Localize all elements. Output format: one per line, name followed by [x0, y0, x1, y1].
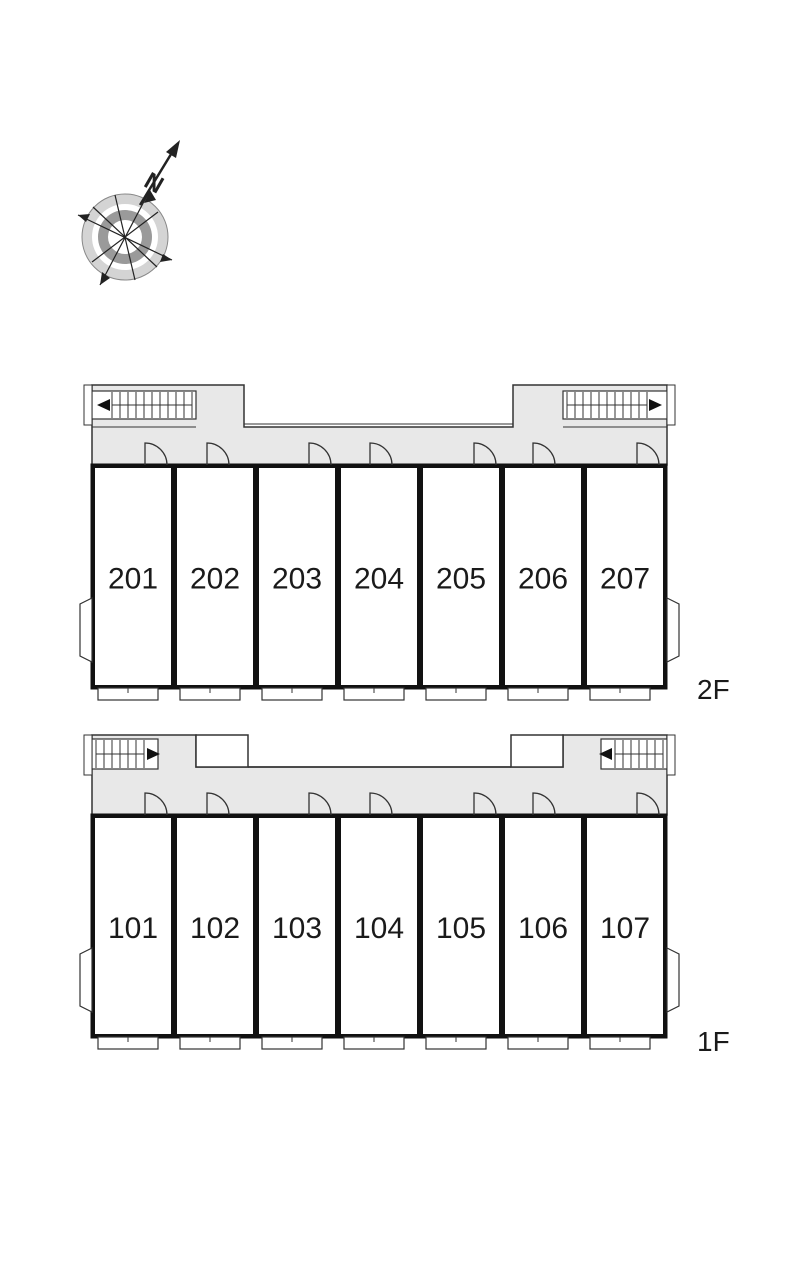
- door-icon: [144, 442, 168, 466]
- door-icon: [636, 792, 660, 816]
- compass-rose-icon: N: [77, 140, 180, 286]
- door-icon: [532, 792, 556, 816]
- door-icon: [308, 792, 332, 816]
- unit-label-103: 103: [272, 912, 322, 945]
- unit-101: [92, 815, 174, 1037]
- unit-202: [174, 465, 256, 688]
- unit-104: [338, 815, 420, 1037]
- door-icon: [473, 792, 497, 816]
- unit-203: [256, 465, 338, 688]
- door-icon: [206, 442, 230, 466]
- door-icon: [369, 792, 393, 816]
- stair-left-icon: [91, 738, 160, 770]
- unit-label-104: 104: [354, 912, 404, 945]
- unit-label-204: 204: [354, 563, 404, 596]
- floor-1f: 101 102 103 104 105 106 107 1F: [83, 734, 730, 1057]
- door-icon: [636, 442, 660, 466]
- unit-label-206: 206: [518, 563, 568, 596]
- unit-105: [420, 815, 502, 1037]
- floor-2f: 201 202 203 204 205 206 207 2F: [83, 384, 730, 705]
- unit-106: [502, 815, 584, 1037]
- unit-205: [420, 465, 502, 688]
- door-icon: [532, 442, 556, 466]
- door-icon: [308, 442, 332, 466]
- door-icon: [369, 442, 393, 466]
- door-icon: [206, 792, 230, 816]
- unit-103: [256, 815, 338, 1037]
- unit-label-202: 202: [190, 563, 240, 596]
- unit-102: [174, 815, 256, 1037]
- stair-right-icon: [599, 738, 668, 770]
- unit-207: [584, 465, 666, 688]
- north-label: N: [139, 167, 168, 199]
- unit-206: [502, 465, 584, 688]
- door-icon: [144, 792, 168, 816]
- stair-right-icon: [562, 390, 668, 420]
- unit-label-106: 106: [518, 912, 568, 945]
- stair-left-icon: [91, 390, 197, 420]
- unit-107: [584, 815, 666, 1037]
- door-icon: [473, 442, 497, 466]
- unit-label-205: 205: [436, 563, 486, 596]
- unit-201: [92, 465, 174, 688]
- unit-204: [338, 465, 420, 688]
- unit-label-203: 203: [272, 563, 322, 596]
- floor-label-1f: 1F: [697, 1026, 730, 1057]
- unit-label-107: 107: [600, 912, 650, 945]
- unit-label-201: 201: [108, 563, 158, 596]
- unit-label-101: 101: [108, 912, 158, 945]
- unit-label-207: 207: [600, 563, 650, 596]
- unit-label-102: 102: [190, 912, 240, 945]
- floor-label-2f: 2F: [697, 674, 730, 705]
- unit-label-105: 105: [436, 912, 486, 945]
- bay-window-icon: [79, 597, 680, 1013]
